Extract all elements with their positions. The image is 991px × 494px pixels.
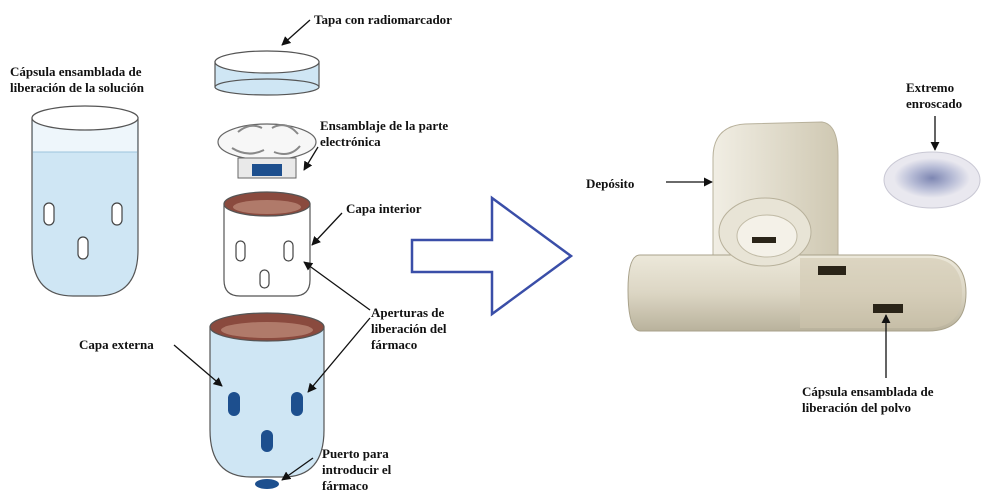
label-reservoir: Depósito [586,176,634,192]
right-arrow-icon [412,198,571,314]
powder-capsule-photo [628,122,980,331]
lid-drawing [215,51,319,95]
label-outer-layer: Capa externa [79,337,154,353]
pointer-arrow-icon [304,262,370,310]
label-electronics: Ensamblaje de la parte electrónica [320,118,448,150]
label-port: Puerto para introducir el fármaco [322,446,391,494]
solution-capsule-drawing [32,106,138,296]
label-threaded-end: Extremo enroscado [906,80,962,112]
pointer-arrow-icon [282,20,310,45]
label-inner-layer: Capa interior [346,201,421,217]
inner-layer-drawing [224,192,310,296]
electronics-drawing [218,124,316,178]
label-powder-capsule: Cápsula ensamblada de liberación del pol… [802,384,933,416]
label-lid: Tapa con radiomarcador [314,12,452,28]
pointer-arrow-icon [312,213,342,245]
label-openings: Aperturas de liberación del fármaco [371,305,446,353]
label-solution-capsule: Cápsula ensamblada de liberación de la s… [10,64,144,96]
